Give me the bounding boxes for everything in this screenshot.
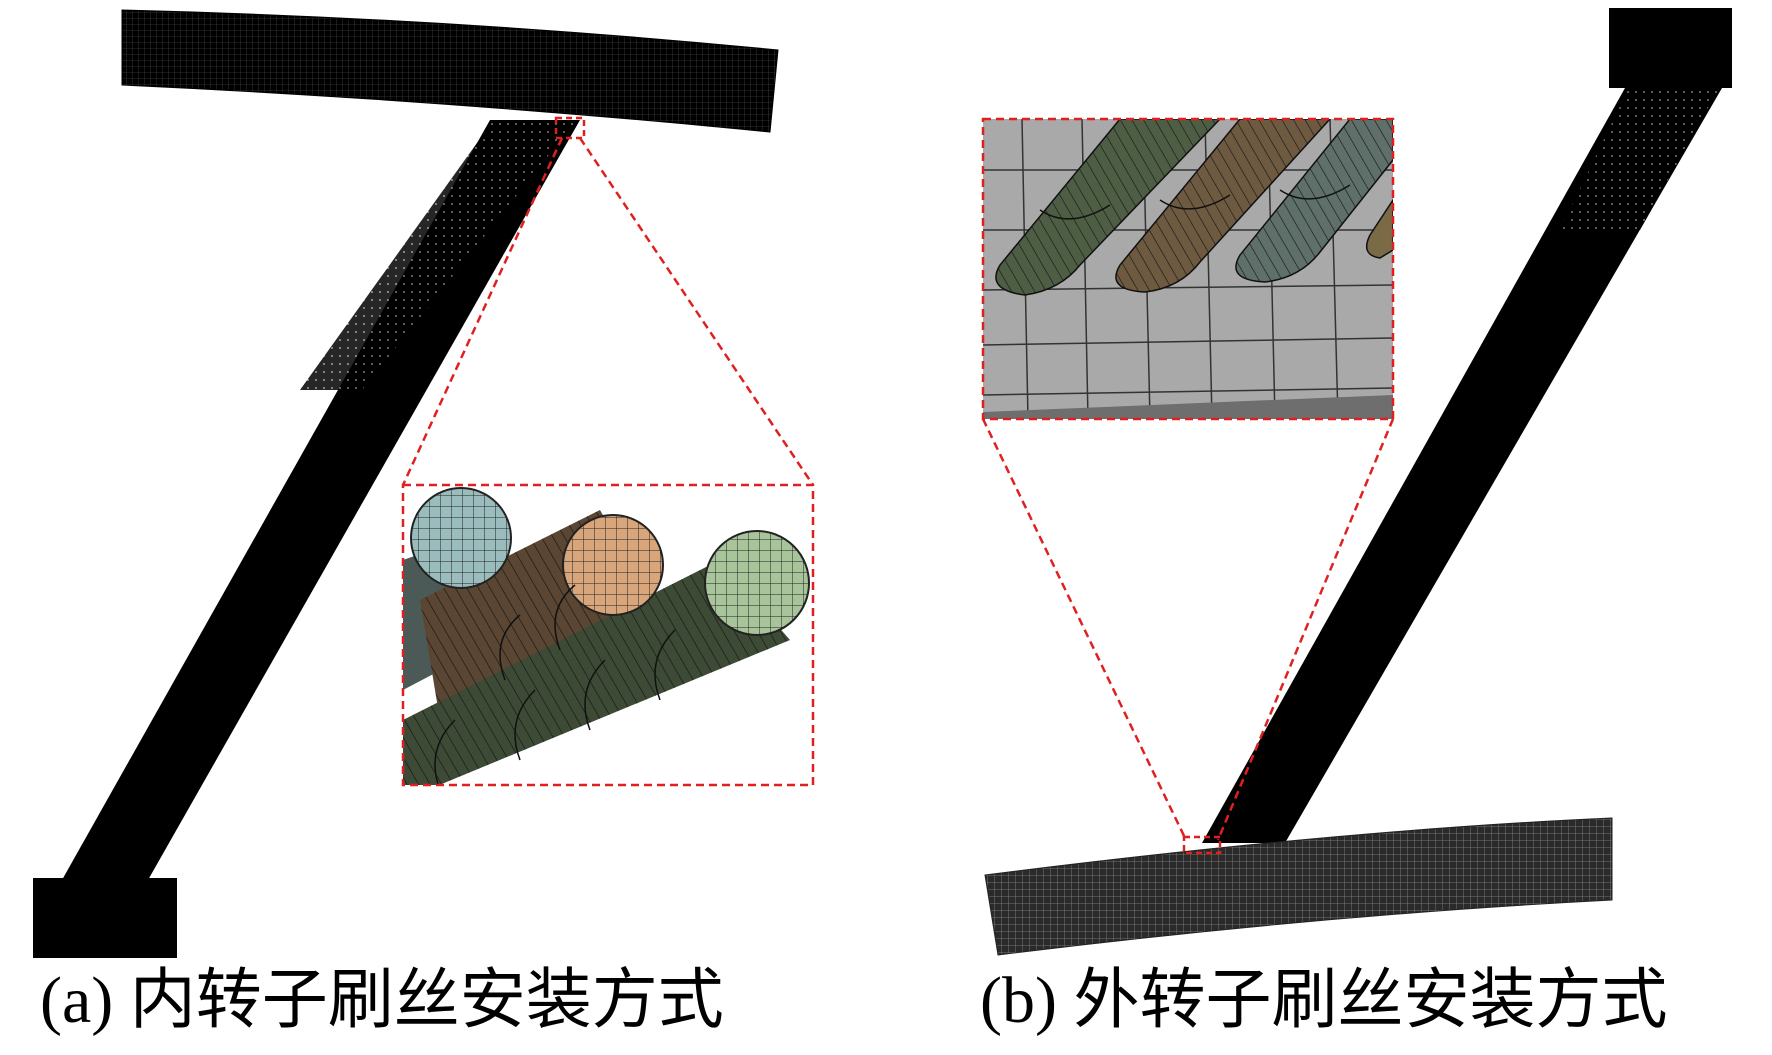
leader-line-a-left — [401, 137, 564, 486]
zoom-frame-b — [981, 117, 1395, 421]
panel-a-inner-rotor — [33, 9, 815, 958]
bristle-pack-b-mesh-highlight — [1560, 90, 1718, 230]
zoom-frame-a — [401, 483, 815, 787]
leader-line-b-left — [981, 418, 1188, 841]
zoom-inset-b — [983, 119, 1393, 419]
panel-b-outer-rotor — [981, 8, 1732, 956]
bristle-pack-a-mesh-highlight — [300, 122, 575, 390]
backing-plate-b — [1609, 8, 1732, 88]
bristle-pack-a — [62, 120, 580, 880]
contact-callout-box-a — [554, 116, 586, 140]
backing-plate-a — [33, 878, 177, 958]
contact-callout-box-b — [1182, 835, 1222, 855]
rotor-ring-top — [121, 9, 779, 133]
leader-line-b-right — [1216, 418, 1395, 841]
caption-panel-b: (b) 外转子刷丝安装方式 — [980, 964, 1668, 1037]
caption-panel-a: (a) 内转子刷丝安装方式 — [40, 964, 724, 1037]
bristle-pack-b — [1202, 88, 1722, 843]
zoom-inset-a — [403, 485, 813, 785]
leader-line-a-right — [578, 137, 815, 486]
rotor-ring-bottom — [984, 817, 1613, 956]
